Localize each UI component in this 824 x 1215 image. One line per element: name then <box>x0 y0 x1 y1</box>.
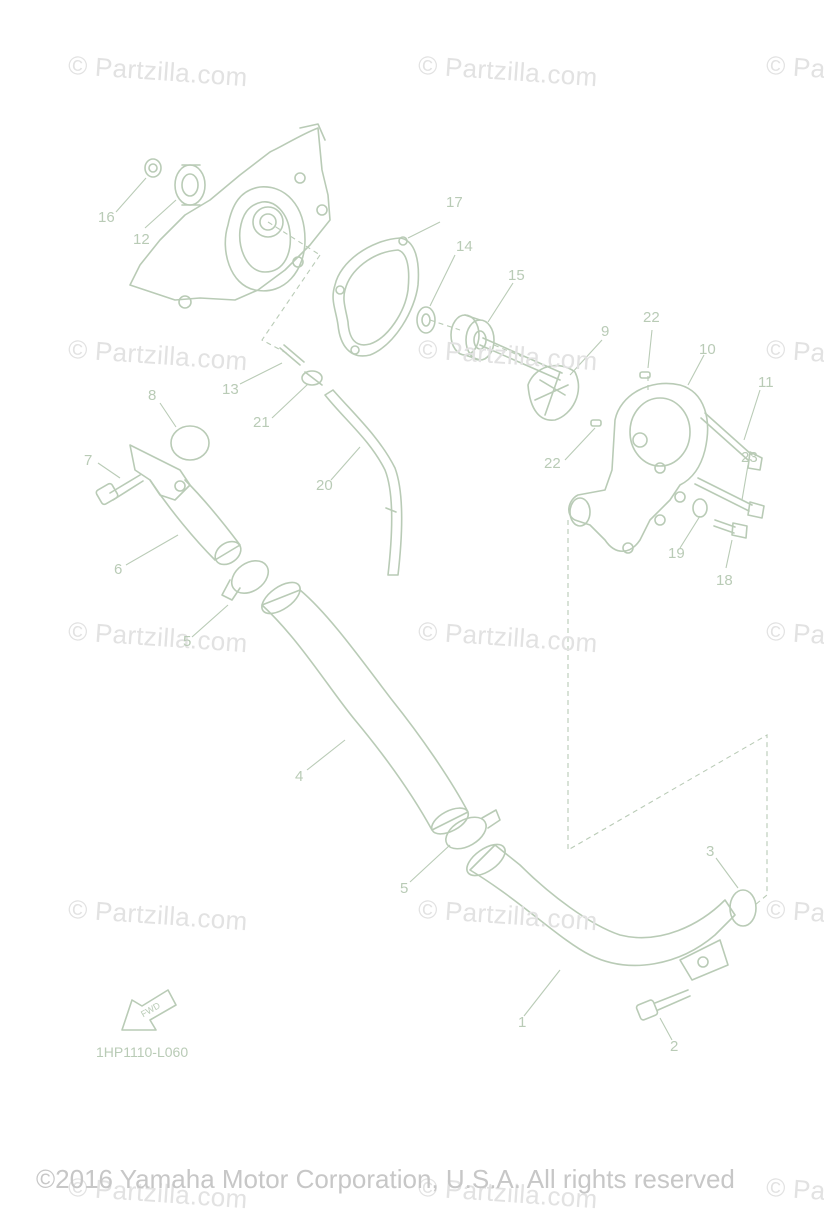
callout-22[interactable]: 22 <box>643 309 660 326</box>
callout-7[interactable]: 7 <box>84 452 93 469</box>
callout-6[interactable]: 6 <box>114 561 123 578</box>
callout-12[interactable]: 12 <box>133 231 150 248</box>
callout-8[interactable]: 8 <box>148 387 157 404</box>
bearing <box>174 164 206 206</box>
bolt-2 <box>635 989 691 1021</box>
callout-15[interactable]: 15 <box>508 267 525 284</box>
assembly-line <box>261 254 321 356</box>
gasket <box>332 236 420 357</box>
callout-2[interactable]: 2 <box>670 1038 679 1055</box>
callout-23[interactable]: 23 <box>741 449 758 466</box>
water-pump-housing <box>568 382 709 554</box>
drawing-code: 1HP1110-L060 <box>96 1044 189 1060</box>
callout-3[interactable]: 3 <box>706 843 715 860</box>
crankcase-cover <box>129 123 331 309</box>
breather-hose-20 <box>324 389 403 576</box>
callout-19[interactable]: 19 <box>668 545 685 562</box>
washer-19 <box>692 498 708 518</box>
assembly-line <box>567 520 768 906</box>
callout-5[interactable]: 5 <box>400 880 409 897</box>
hose-clamp-upper <box>221 559 270 601</box>
water-hose-4 <box>261 581 470 835</box>
fwd-arrow <box>121 989 177 1031</box>
o-ring-8 <box>170 425 210 461</box>
o-ring-3 <box>729 889 757 927</box>
bolt-7 <box>95 474 144 506</box>
callout-10[interactable]: 10 <box>699 341 716 358</box>
callout-4[interactable]: 4 <box>295 768 304 785</box>
callout-16[interactable]: 16 <box>98 209 115 226</box>
fwd-label: FWD <box>139 1000 162 1019</box>
callout-18[interactable]: 18 <box>716 572 733 589</box>
watermark: © Partzilla.com <box>765 1171 824 1215</box>
dowel-pin <box>590 371 651 427</box>
bolt-23 <box>694 477 765 519</box>
bolt-11 <box>700 412 763 471</box>
impeller <box>479 337 580 421</box>
callout-13[interactable]: 13 <box>222 381 239 398</box>
callout-21[interactable]: 21 <box>253 414 270 431</box>
callout-20[interactable]: 20 <box>316 477 333 494</box>
copyright-notice: ©2016 Yamaha Motor Corporation, U.S.A. A… <box>36 1164 735 1194</box>
bolt-18 <box>713 519 748 539</box>
seal-ring <box>416 306 436 334</box>
callout-14[interactable]: 14 <box>456 238 473 255</box>
pin-13 <box>279 344 305 366</box>
assembly-line <box>429 319 531 361</box>
callout-9[interactable]: 9 <box>601 323 610 340</box>
callout-17[interactable]: 17 <box>446 194 463 211</box>
callout-1[interactable]: 1 <box>518 1014 527 1031</box>
assembly-line <box>267 221 321 256</box>
water-pipe-6 <box>129 444 242 566</box>
callout-5[interactable]: 5 <box>183 633 192 650</box>
hose-clamp-lower <box>445 809 501 850</box>
callout-22[interactable]: 22 <box>544 455 561 472</box>
callout-11[interactable]: 11 <box>758 374 774 391</box>
hose-clip-21 <box>301 370 323 386</box>
oil-seal <box>144 158 162 178</box>
